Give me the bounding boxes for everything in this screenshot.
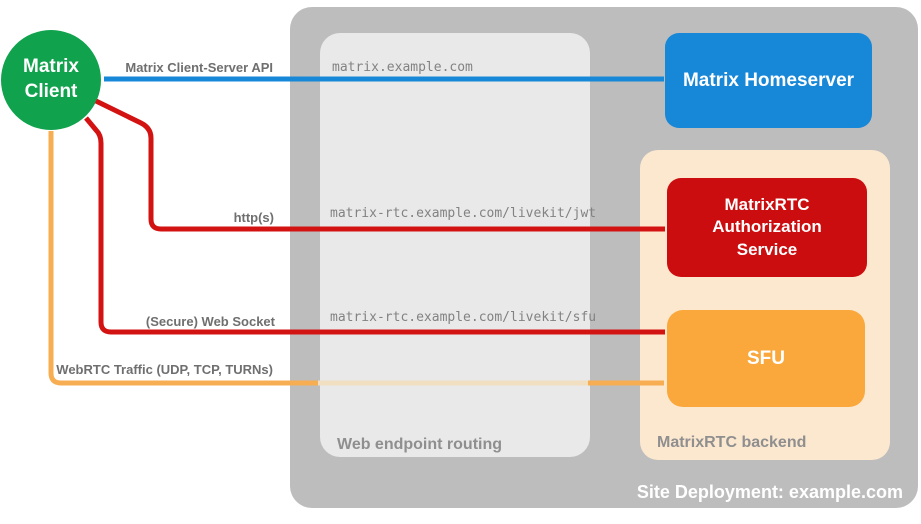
sfu-node: SFU — [667, 310, 865, 407]
endpoint-livekit-sfu: matrix-rtc.example.com/livekit/sfu — [330, 310, 597, 325]
websocket-label: (Secure) Web Socket — [145, 314, 275, 329]
webrtc-traffic-label: WebRTC Traffic (UDP, TCP, TURNs) — [56, 362, 273, 377]
site-deployment-title: Site Deployment: example.com — [636, 482, 903, 502]
client-server-api-label: Matrix Client-Server API — [125, 60, 273, 75]
matrixrtc-authorization-service-node: MatrixRTC Authorization Service — [667, 178, 867, 277]
matrixrtc-authorization-service-label: MatrixRTC Authorization Service — [712, 195, 822, 259]
endpoint-matrix-example-com: matrix.example.com — [332, 60, 473, 75]
matrix-client-label: Matrix Client — [23, 56, 79, 102]
sfu-label: SFU — [747, 347, 785, 369]
web-endpoint-routing-container — [320, 33, 590, 457]
matrix-client-node: Matrix Client — [1, 30, 101, 130]
matrixrtc-backend-label: MatrixRTC backend — [657, 434, 807, 451]
matrix-homeserver-node: Matrix Homeserver — [665, 33, 872, 128]
client-sfu-webrtc-arrow-start — [48, 131, 322, 386]
endpoint-livekit-jwt: matrix-rtc.example.com/livekit/jwt — [330, 206, 597, 221]
https-label: http(s) — [233, 210, 274, 225]
web-endpoint-routing-label: Web endpoint routing — [337, 436, 503, 453]
matrix-homeserver-label: Matrix Homeserver — [682, 69, 855, 91]
